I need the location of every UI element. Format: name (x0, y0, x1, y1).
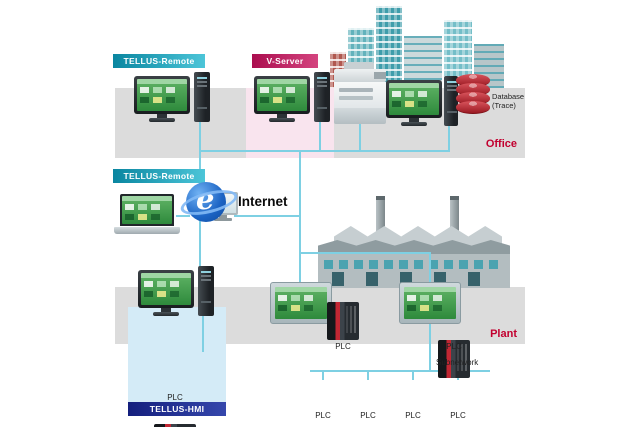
subnetwork-plc-3-label: PLC (405, 411, 421, 420)
printer (334, 62, 386, 124)
office-pc-database (386, 76, 458, 132)
office-pc-v-server (254, 72, 332, 128)
database-stack (456, 74, 490, 114)
tellus-remote-badge-office: TELLUS-Remote (113, 54, 205, 68)
hmi-screen (275, 287, 327, 319)
hmi-panel-1 (270, 282, 332, 324)
database-label-line1: Database (492, 92, 525, 101)
connector-line (429, 322, 431, 370)
printer-tray (339, 88, 373, 92)
plc-2 (438, 340, 470, 378)
internet-e-icon (186, 182, 226, 222)
connector-line (234, 215, 300, 217)
connector-line (319, 122, 321, 150)
tellus-remote-badge-laptop: TELLUS-Remote (113, 169, 205, 183)
connector-line (199, 122, 201, 150)
badge-text: TELLUS-HMI (149, 404, 205, 414)
tellus-hmi-badge: TELLUS-HMI (128, 402, 226, 416)
plant-zone-label: Plant (490, 328, 517, 340)
printer-control-panel (374, 72, 386, 79)
pc-tower (314, 72, 330, 122)
monitor-screen (141, 273, 191, 305)
office-pc-tellus-remote (134, 72, 212, 128)
laptop (114, 194, 186, 236)
monitor-screen (389, 83, 439, 115)
factory-chimney (450, 196, 459, 232)
hmi-screen (404, 287, 456, 319)
printer-base (334, 108, 386, 124)
connector-line (299, 252, 430, 254)
printer-body (334, 82, 386, 108)
desktop-monitor (386, 80, 442, 126)
printer-scanner (334, 69, 386, 82)
badge-text: TELLUS-Remote (123, 171, 195, 181)
subnetwork-plc-1-label: PLC (315, 411, 331, 420)
badge-text: TELLUS-Remote (123, 56, 195, 66)
printer-feeder (344, 62, 374, 70)
connector-line (359, 124, 361, 150)
monitor-screen (257, 79, 307, 111)
plc-2-label: PLC (446, 342, 462, 351)
v-server-badge: V-Server (252, 54, 318, 68)
monitor-screen (122, 196, 172, 224)
connector-line (199, 150, 201, 302)
connector-line (448, 126, 450, 150)
tellus-hmi-highlight-panel (128, 307, 226, 403)
office-zone-label: Office (485, 138, 517, 150)
plc-1-label: PLC (335, 342, 351, 351)
pc-tower (444, 76, 458, 126)
printer-tray (339, 96, 373, 100)
plc-main (154, 424, 196, 427)
badge-text: V-Server (266, 56, 304, 66)
plc-1 (327, 302, 359, 340)
subnetwork-line (310, 370, 490, 372)
connector-line (199, 150, 450, 152)
database-label: Database (Trace) (492, 92, 538, 110)
connector-line (412, 370, 414, 380)
laptop-base (114, 227, 180, 234)
connector-line (299, 150, 301, 282)
connector-line (202, 316, 204, 352)
subnetwork-label: Subnetwork (436, 358, 479, 367)
database-disk (456, 101, 490, 114)
factory-windows (324, 260, 504, 269)
connector-line (429, 252, 431, 282)
subnetwork-plc-4-label: PLC (450, 411, 466, 420)
plc-main-label: PLC (167, 393, 183, 402)
internet-label: Internet (238, 194, 288, 209)
hmi-panel-2 (399, 282, 461, 324)
factory (318, 196, 510, 288)
connector-line (176, 215, 190, 217)
building (404, 36, 442, 88)
database-label-line2: (Trace) (492, 101, 516, 110)
monitor-screen (137, 79, 187, 111)
connector-line (322, 370, 324, 380)
connector-line (367, 370, 369, 380)
plant-pc (138, 266, 216, 322)
desktop-monitor (134, 76, 190, 122)
pc-tower (194, 72, 210, 122)
pc-tower (198, 266, 214, 316)
factory-chimney (376, 196, 385, 232)
subnetwork-plc-2-label: PLC (360, 411, 376, 420)
desktop-monitor (138, 270, 194, 316)
desktop-monitor (254, 76, 310, 122)
laptop-screen (120, 194, 174, 226)
